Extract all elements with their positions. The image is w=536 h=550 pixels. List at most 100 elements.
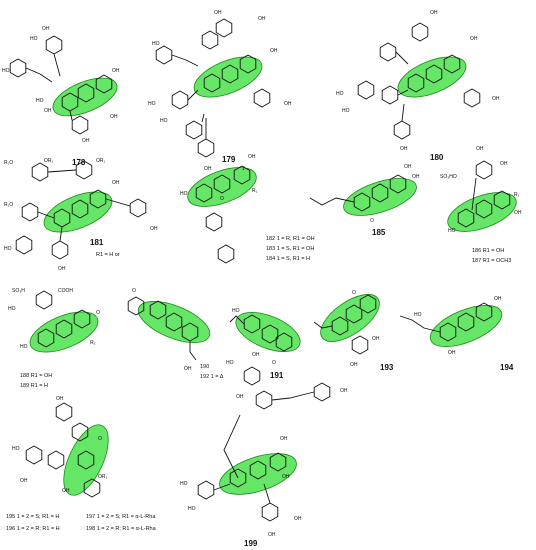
- svg-text:HO: HO: [342, 108, 350, 114]
- svg-text:OH: OH: [400, 146, 408, 152]
- note-195: 195 1 = 2 = S; R1 = H: [6, 514, 59, 520]
- svg-text:OH: OH: [476, 146, 484, 152]
- svg-text:OH: OH: [268, 532, 276, 538]
- svg-text:HO: HO: [188, 506, 196, 512]
- core-highlight: [137, 301, 211, 343]
- svg-text:OR₁: OR₁: [44, 158, 54, 164]
- core-highlight: [429, 305, 503, 347]
- svg-text:OH: OH: [282, 474, 290, 480]
- svg-text:O: O: [352, 290, 356, 296]
- flavanone-core-highlight: [43, 191, 113, 233]
- note-184: 184 1 = S, R1 = H: [266, 256, 310, 262]
- svg-text:OH: OH: [412, 174, 420, 180]
- compound-label-193: 193: [380, 363, 394, 372]
- note-182: 182 1 = R, R1 = OH: [266, 236, 315, 242]
- note-188: 188 R1 = OH: [20, 373, 52, 379]
- svg-text:R₁O: R₁O: [4, 160, 13, 166]
- svg-text:OH: OH: [258, 16, 266, 22]
- svg-text:HO: HO: [336, 91, 344, 97]
- compound-label-194: 194: [500, 363, 514, 372]
- compound-label-178: 178: [72, 158, 86, 167]
- svg-text:1: 1: [242, 166, 245, 172]
- svg-text:HO: HO: [2, 68, 10, 74]
- svg-text:OH: OH: [280, 436, 288, 442]
- svg-text:OH: OH: [204, 166, 212, 172]
- compound-190-192: OHO 190 192 1 = Δ: [127, 288, 224, 380]
- svg-text:HO: HO: [232, 308, 240, 314]
- flavanone-core-highlight: [29, 311, 99, 353]
- note-186: 186 R1 = OH: [472, 248, 504, 254]
- svg-text:SO₃H: SO₃H: [12, 288, 25, 294]
- svg-text:OH: OH: [284, 101, 292, 107]
- svg-text:OH: OH: [372, 336, 380, 342]
- svg-text:OH: OH: [494, 296, 502, 302]
- svg-text:OH: OH: [58, 266, 66, 272]
- svg-text:O: O: [98, 436, 102, 442]
- svg-text:OR₁: OR₁: [98, 474, 108, 480]
- svg-text:OH: OH: [430, 10, 438, 16]
- compound-193: OOH OH 193: [313, 290, 394, 372]
- svg-text:R₁: R₁: [252, 188, 258, 194]
- flavanone-core-highlight: [447, 192, 517, 232]
- svg-text:OH: OH: [236, 394, 244, 400]
- svg-text:OH: OH: [56, 396, 64, 402]
- note-189: 189 R1 = H: [20, 383, 48, 389]
- svg-text:OH: OH: [150, 226, 158, 232]
- flavanone-core-highlight: [219, 453, 297, 495]
- core-highlight: [320, 294, 380, 342]
- svg-text:OR₁: OR₁: [96, 158, 106, 164]
- svg-text:HO: HO: [152, 41, 160, 47]
- svg-text:O: O: [370, 218, 374, 224]
- svg-text:R₁: R₁: [90, 340, 96, 346]
- svg-text:OH: OH: [492, 96, 500, 102]
- svg-text:HO: HO: [8, 306, 16, 312]
- svg-text:OH: OH: [514, 210, 522, 216]
- svg-text:HO: HO: [148, 101, 156, 107]
- flavanone-core-highlight: [193, 56, 263, 98]
- svg-text:HO: HO: [180, 191, 188, 197]
- flavanone-core-highlight: [343, 178, 417, 216]
- svg-text:SO₃HO: SO₃HO: [440, 174, 457, 180]
- svg-text:O: O: [132, 288, 136, 294]
- note-183: 183 1 = S, R1 = OH: [266, 246, 314, 252]
- flavanone-core-highlight: [187, 167, 257, 207]
- svg-text:OH: OH: [110, 114, 118, 120]
- note-192: 192 1 = Δ: [200, 374, 224, 380]
- svg-text:O: O: [96, 310, 100, 316]
- note-190: 190: [200, 364, 209, 370]
- compound-179: HO OH OH OH HO HO OH OH 179: [148, 10, 292, 172]
- note-196: 196 1 = 2 = R; R1 = H: [6, 526, 60, 532]
- svg-text:HO: HO: [30, 36, 38, 42]
- compound-label-191: 191: [270, 371, 284, 380]
- flavanone-core-highlight: [52, 77, 118, 117]
- svg-text:OH: OH: [270, 48, 278, 54]
- compound-label-179: 179: [222, 155, 236, 164]
- svg-text:O: O: [272, 360, 276, 366]
- svg-text:OH: OH: [62, 488, 70, 494]
- svg-text:OH: OH: [42, 26, 50, 32]
- compound-label-180: 180: [430, 153, 444, 162]
- svg-text:HO: HO: [160, 118, 168, 124]
- svg-text:OH: OH: [252, 352, 260, 358]
- svg-text:OH: OH: [404, 164, 412, 170]
- svg-text:COOH: COOH: [58, 288, 73, 294]
- svg-text:OH: OH: [82, 138, 90, 144]
- compound-label-181: 181: [90, 238, 104, 247]
- svg-text:OH: OH: [248, 154, 256, 160]
- svg-text:OH: OH: [44, 108, 52, 114]
- note-181-r1: R1 = H or: [96, 252, 120, 258]
- svg-text:O: O: [220, 196, 224, 202]
- compound-182-184: HO OH R₁ 1 O 182 1 = R, R1 = OH 183 1 = S,…: [180, 154, 315, 264]
- svg-text:HO: HO: [448, 228, 456, 234]
- svg-text:OH: OH: [112, 68, 120, 74]
- compound-label-199: 199: [244, 539, 258, 548]
